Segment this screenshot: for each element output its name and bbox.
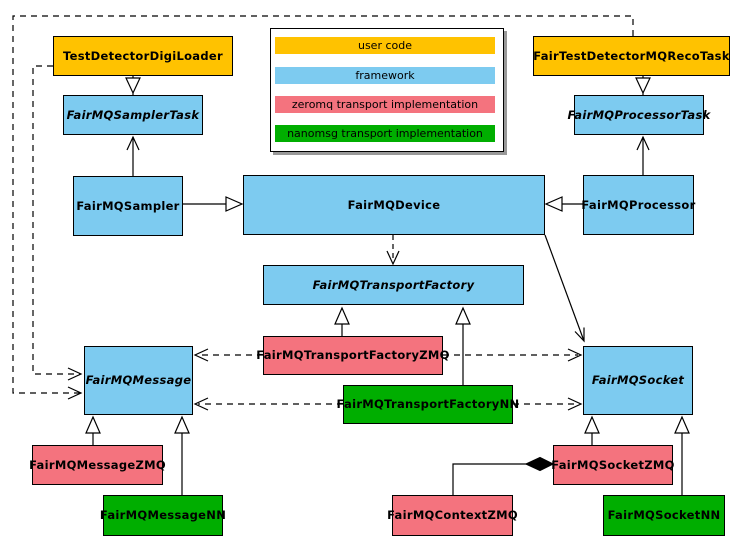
node-FairMQTransportFactory: FairMQTransportFactory bbox=[263, 265, 524, 305]
edge-socketnn-socket bbox=[674, 415, 690, 495]
node-FairMQSamplerTask: FairMQSamplerTask bbox=[63, 95, 203, 135]
node-FairMQSocket: FairMQSocket bbox=[583, 346, 693, 415]
legend-item-nanomsg: nanomsg transport implementation bbox=[275, 125, 495, 142]
edge-processor-device bbox=[544, 196, 583, 212]
node-FairMQProcessor: FairMQProcessor bbox=[581, 175, 695, 235]
edge-messagenn-message bbox=[174, 415, 190, 495]
edge-sampler-samplertask bbox=[126, 135, 140, 176]
node-FairMQTransportFactoryZMQ: FairMQTransportFactoryZMQ bbox=[256, 336, 449, 375]
edge-device-transportfactory bbox=[386, 235, 400, 266]
node-FairMQSampler: FairMQSampler bbox=[73, 176, 183, 236]
edge-contextzmq-socketzmq bbox=[452, 456, 555, 495]
node-FairMQTransportFactoryNN: FairMQTransportFactoryNN bbox=[337, 385, 519, 424]
edge-socketzmq-socket bbox=[584, 415, 600, 445]
edge-tfnn-socket bbox=[513, 397, 583, 411]
edge-processor-processortask bbox=[636, 135, 650, 175]
edge-tfnn-message bbox=[193, 397, 343, 411]
node-TestDetectorDigiLoader: TestDetectorDigiLoader bbox=[53, 36, 233, 76]
legend-item-user-code: user code bbox=[275, 37, 495, 54]
edge-tfzmq-message bbox=[193, 348, 263, 362]
node-FairMQMessage: FairMQMessage bbox=[84, 346, 193, 415]
legend-item-framework: framework bbox=[275, 67, 495, 84]
edge-digiloader-to-message-arrowhead bbox=[67, 367, 83, 381]
node-FairMQContextZMQ: FairMQContextZMQ bbox=[387, 495, 518, 536]
edge-recotask-to-message bbox=[12, 15, 634, 400]
edge-tfzmq-transportfactory bbox=[334, 306, 350, 336]
node-FairMQMessageZMQ: FairMQMessageZMQ bbox=[29, 445, 166, 485]
edge-tfnn-transportfactory bbox=[455, 306, 471, 385]
edge-tfzmq-socket bbox=[443, 348, 583, 362]
legend-item-zeromq: zeromq transport implementation bbox=[275, 96, 495, 113]
edge-digiloader-samplertask bbox=[125, 76, 141, 95]
node-FairTestDetectorMQRecoTask: FairTestDetectorMQRecoTask bbox=[533, 36, 730, 76]
edge-messagezmq-message bbox=[85, 415, 101, 445]
edge-device-socket bbox=[544, 234, 585, 343]
node-FairMQSocketZMQ: FairMQSocketZMQ bbox=[551, 445, 674, 485]
legend: user code framework zeromq transport imp… bbox=[270, 28, 504, 152]
node-FairMQSocketNN: FairMQSocketNN bbox=[603, 495, 725, 536]
node-FairMQProcessorTask: FairMQProcessorTask bbox=[567, 95, 710, 135]
edge-sampler-device bbox=[183, 196, 244, 212]
node-FairMQDevice: FairMQDevice bbox=[243, 175, 545, 235]
node-FairMQMessageNN: FairMQMessageNN bbox=[100, 495, 226, 536]
edge-recotask-processortask bbox=[635, 76, 651, 95]
